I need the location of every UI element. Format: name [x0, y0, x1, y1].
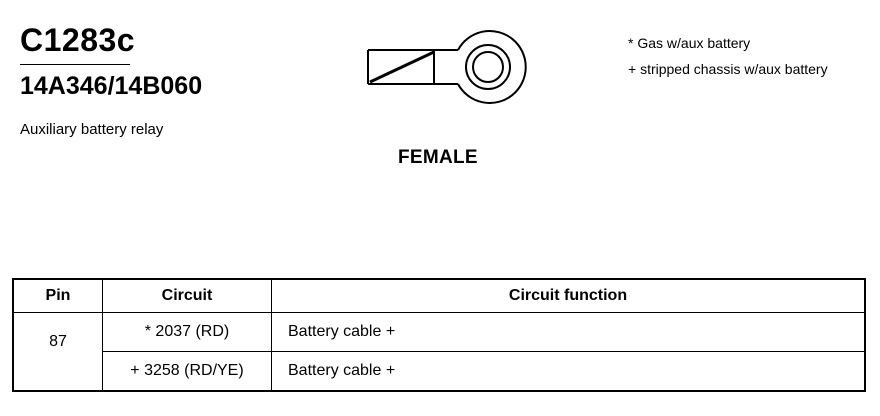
pin-table: Pin Circuit Circuit function 87 * 2037 (…	[12, 278, 866, 392]
column-header-circuit: Circuit	[102, 278, 272, 313]
table-row: 87 * 2037 (RD) Battery cable +	[12, 312, 866, 392]
note-stripped-chassis: + stripped chassis w/aux battery	[628, 61, 828, 77]
circuit-function-cell: Battery cable +	[271, 351, 866, 392]
connector-id-underline	[20, 64, 130, 65]
connector-description: Auxiliary battery relay	[20, 121, 164, 138]
pin-number: 87	[49, 332, 67, 350]
column-header-pin: Pin	[12, 278, 103, 313]
gender-label: FEMALE	[398, 147, 478, 168]
connector-id: C1283c	[20, 22, 136, 58]
circuit-function-cell: Battery cable +	[271, 312, 866, 352]
pin-cell: 87	[12, 312, 103, 392]
part-number: 14A346/14B060	[20, 72, 203, 100]
note-gas: * Gas w/aux battery	[628, 35, 751, 51]
table-header-row: Pin Circuit Circuit function	[12, 278, 866, 313]
circuit-cell: + 3258 (RD/YE)	[102, 351, 272, 392]
ring-terminal-icon	[367, 30, 527, 104]
column-header-circuit-function: Circuit function	[271, 278, 866, 313]
circuit-cell: * 2037 (RD)	[102, 312, 272, 352]
table-row: + 3258 (RD/YE) Battery cable +	[13, 351, 866, 392]
